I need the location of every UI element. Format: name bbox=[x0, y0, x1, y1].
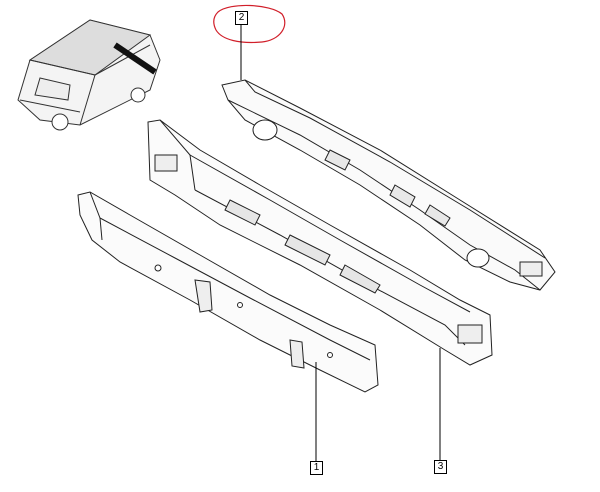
callout-part-2: 2 bbox=[235, 11, 248, 25]
van-location-thumbnail bbox=[17, 19, 161, 131]
callout-part-3: 3 bbox=[434, 460, 447, 474]
part-2-upper-crossmember bbox=[221, 79, 556, 291]
callout-part-1: 1 bbox=[310, 461, 323, 475]
highlight-circle bbox=[213, 4, 286, 44]
part-1-lower-beam bbox=[77, 191, 379, 393]
part-3-middle-beam bbox=[147, 119, 493, 366]
